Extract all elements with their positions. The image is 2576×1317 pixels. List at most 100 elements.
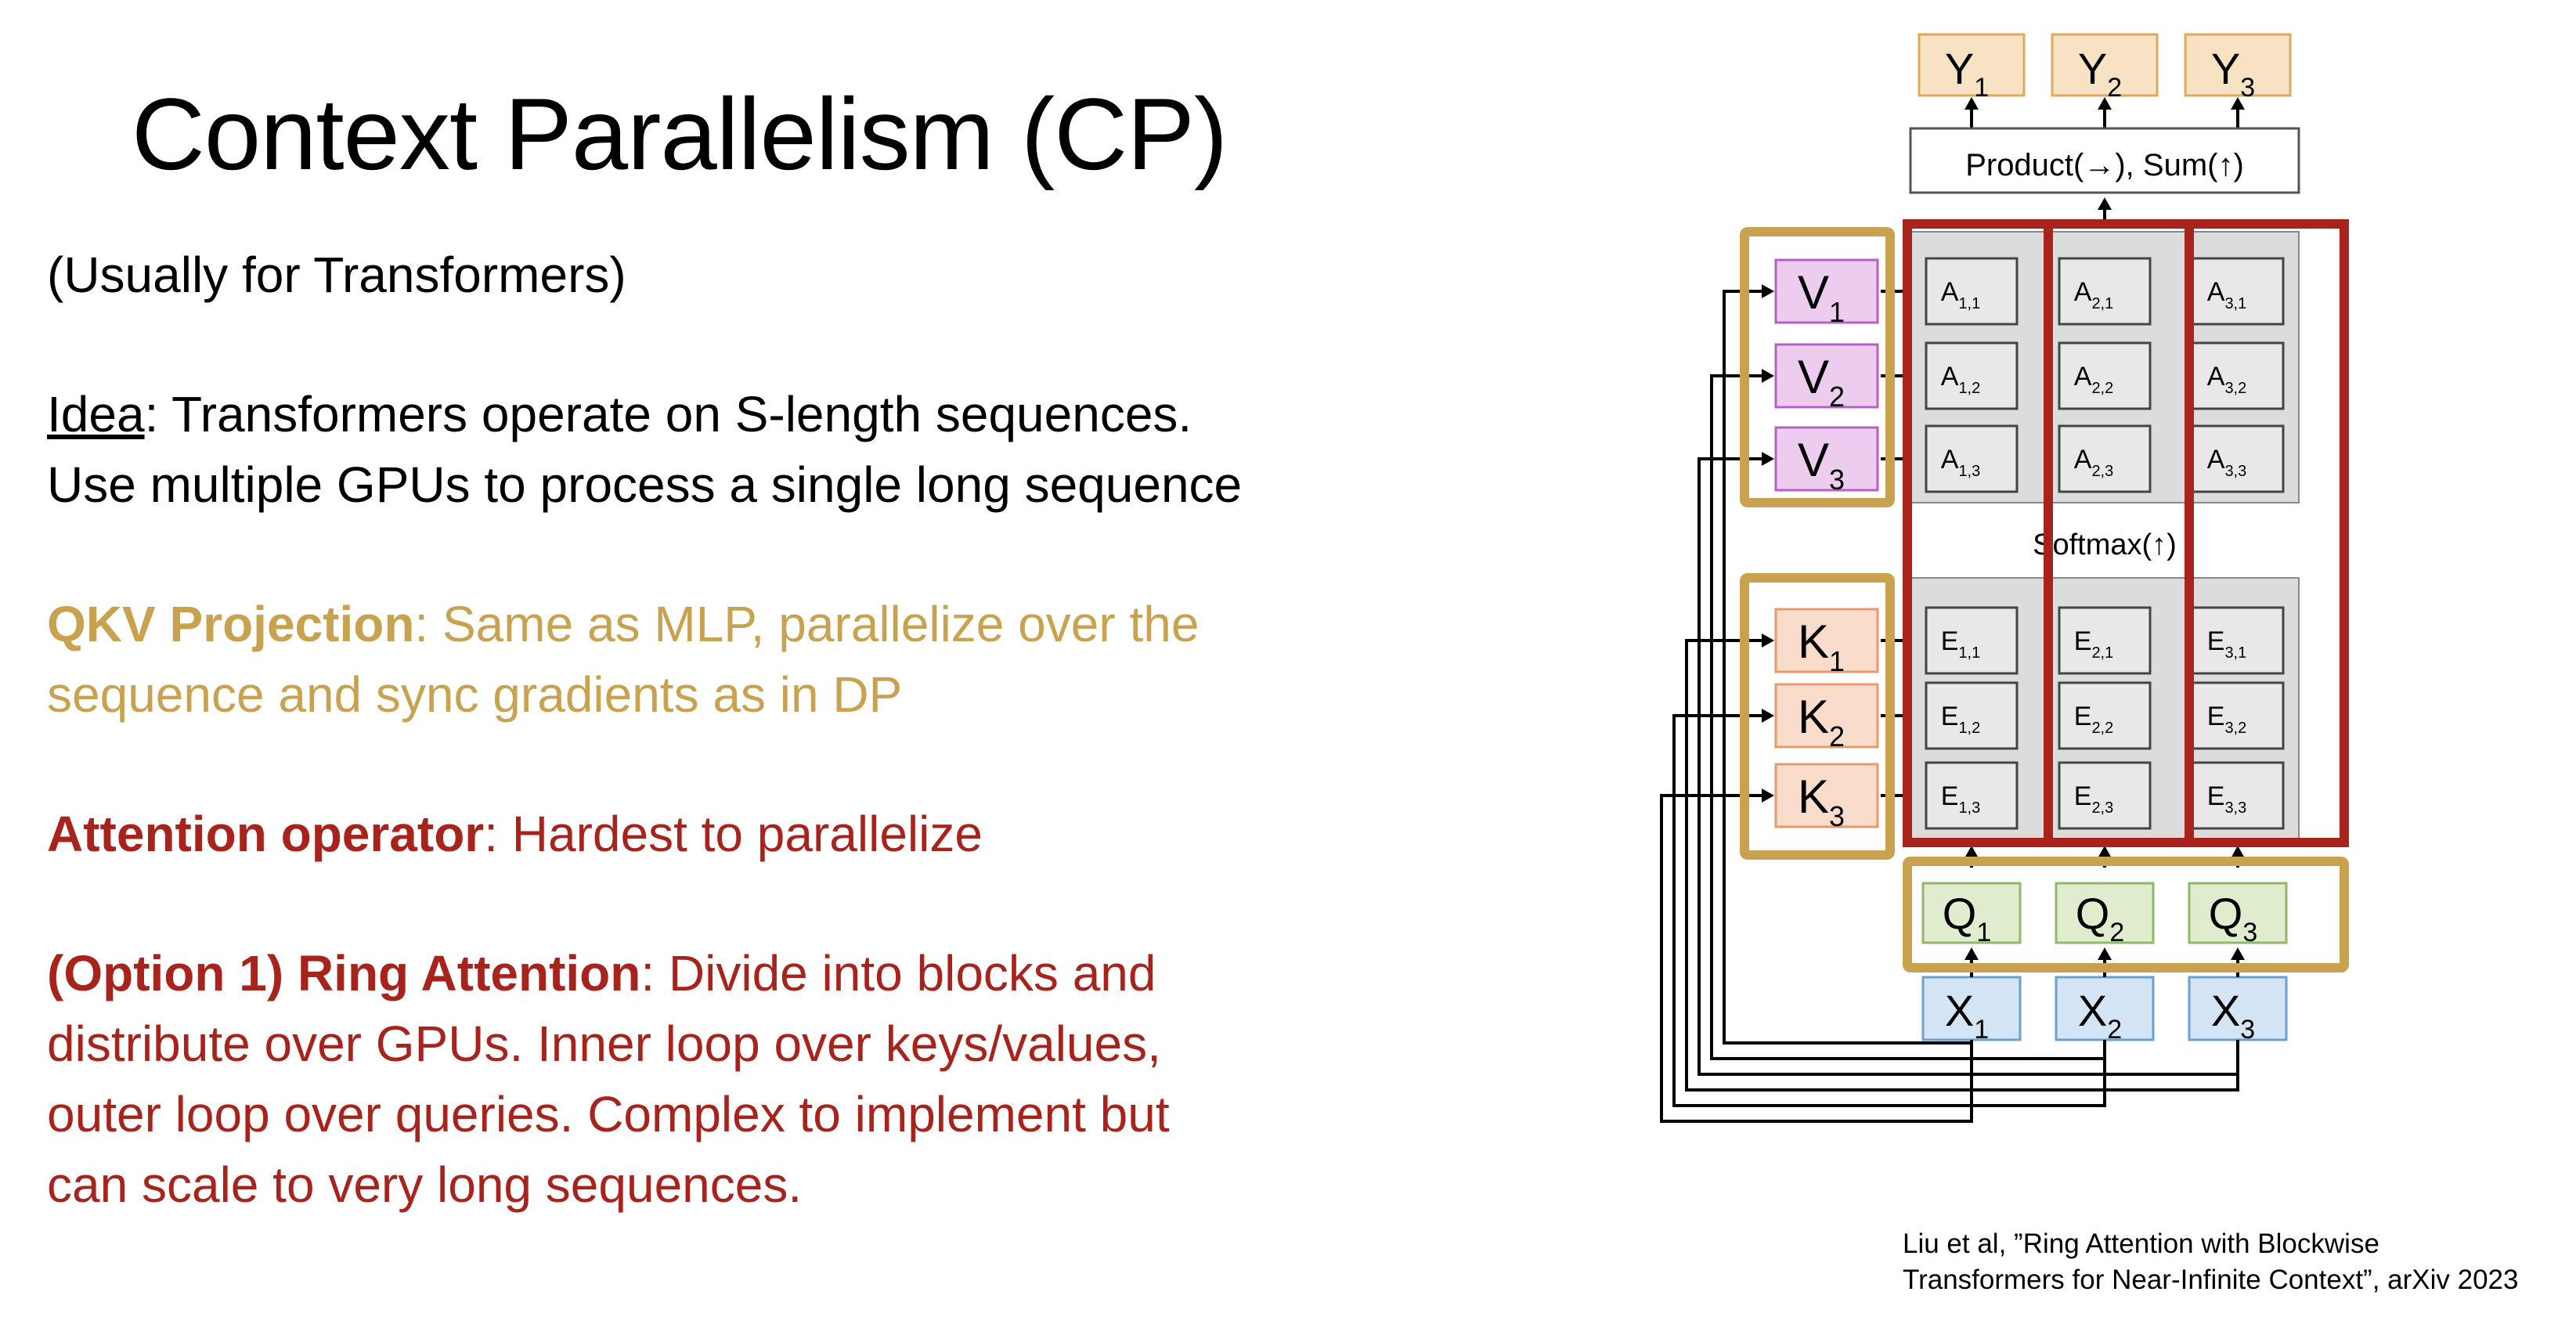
q-arrow-head-1 bbox=[1964, 846, 1979, 858]
y-label-2: Y2 bbox=[2078, 44, 2122, 103]
q-arrow-head-2 bbox=[2098, 846, 2112, 858]
y-arrow-head-2 bbox=[2098, 97, 2112, 110]
qkv-line-2: sequence and sync gradients as in DP bbox=[47, 666, 903, 723]
e-cell-3-1 bbox=[2191, 606, 2285, 675]
feedback-arrow-1 bbox=[1762, 284, 1774, 298]
a-cell-label-3-3: A3,3 bbox=[2207, 445, 2247, 480]
e-cell-3-2 bbox=[2191, 681, 2285, 750]
idea-line-1-text: : Transformers operate on S-length seque… bbox=[144, 386, 1192, 442]
q-box-1 bbox=[1921, 882, 2022, 944]
v-label-2: V2 bbox=[1798, 351, 1845, 413]
y-box-2 bbox=[2051, 33, 2159, 97]
y-label-3: Y3 bbox=[2211, 44, 2255, 103]
v-box-3 bbox=[1774, 426, 1879, 492]
a-cell-label-1-1: A1,1 bbox=[1941, 277, 1981, 312]
e-cell-label-2-3: E2,3 bbox=[2074, 781, 2114, 817]
citation-line-1: Liu et al, ”Ring Attention with Blockwis… bbox=[1903, 1229, 2379, 1259]
y-arrow-head-3 bbox=[2231, 97, 2245, 110]
e-cell-3-3 bbox=[2191, 761, 2285, 830]
product-label: Product(→), Sum(↑) bbox=[1965, 148, 2244, 182]
feedback-arrow-4 bbox=[1762, 633, 1774, 648]
e-cell-label-3-2: E3,2 bbox=[2207, 702, 2247, 737]
y-box-1 bbox=[1918, 33, 2026, 97]
softmax-label: Softmax(↑) bbox=[2033, 529, 2177, 561]
product-arrow-head bbox=[2098, 197, 2112, 210]
e-cell-1-2 bbox=[1925, 681, 2019, 750]
slide-title: Context Parallelism (CP) bbox=[132, 77, 1228, 191]
q-box-2 bbox=[2055, 882, 2155, 944]
idea-label: Idea bbox=[47, 386, 145, 442]
a-cell-label-2-1: A2,1 bbox=[2074, 277, 2114, 312]
citation-line-2: Transformers for Near-Infinite Context”,… bbox=[1903, 1265, 2519, 1295]
e-cell-label-1-2: E1,2 bbox=[1941, 702, 1981, 737]
a-cell-label-3-1: A3,1 bbox=[2207, 277, 2247, 312]
a-cell-1-1 bbox=[1925, 257, 2019, 326]
qkv-line-1-text: : Same as MLP, parallelize over the bbox=[414, 596, 1200, 652]
ring-line-4: can scale to very long sequences. bbox=[47, 1156, 803, 1213]
x-label-3: X3 bbox=[2211, 986, 2255, 1045]
q-label-1: Q1 bbox=[1943, 889, 1991, 947]
v-box-1 bbox=[1774, 258, 1879, 324]
x-arrow-head-2 bbox=[2098, 947, 2112, 960]
q-box-3 bbox=[2188, 882, 2288, 944]
q-group-outline bbox=[1903, 857, 2349, 972]
v-group-outline bbox=[1740, 227, 1895, 507]
a-cell-label-3-2: A3,2 bbox=[2207, 362, 2247, 397]
red-outer-outline bbox=[1903, 219, 2349, 847]
k-group-outline bbox=[1740, 573, 1895, 860]
e-cell-label-2-2: E2,2 bbox=[2074, 702, 2114, 737]
citation: Liu et al, ”Ring Attention with Blockwis… bbox=[1903, 1226, 2519, 1298]
feedback-wire-4 bbox=[1685, 639, 2239, 1091]
k-label-2: K2 bbox=[1798, 691, 1845, 752]
x-label-2: X2 bbox=[2078, 986, 2122, 1045]
y-box-3 bbox=[2184, 33, 2292, 97]
a-cell-2-1 bbox=[2058, 257, 2152, 326]
ring-label: (Option 1) Ring Attention bbox=[47, 945, 641, 1001]
a-cell-2-2 bbox=[2058, 341, 2152, 410]
y-label-1: Y1 bbox=[1945, 44, 1989, 103]
e-cell-label-3-3: E3,3 bbox=[2207, 781, 2247, 817]
e-cell-label-2-1: E2,1 bbox=[2074, 626, 2114, 662]
feedback-arrow-2 bbox=[1762, 369, 1774, 383]
ring-line-1: (Option 1) Ring Attention: Divide into b… bbox=[47, 938, 1156, 1008]
v-label-1: V1 bbox=[1798, 266, 1845, 328]
k-box-1 bbox=[1774, 608, 1879, 673]
q-label-3: Q3 bbox=[2209, 889, 2257, 947]
k-label-3: K3 bbox=[1798, 770, 1845, 832]
q-label-2: Q2 bbox=[2076, 889, 2124, 947]
a-cell-2-3 bbox=[2058, 424, 2152, 493]
x-arrow-head-1 bbox=[1964, 947, 1979, 960]
a-cell-3-3 bbox=[2191, 424, 2285, 493]
idea-line-1: Idea: Transformers operate on S-length s… bbox=[47, 379, 1192, 449]
qkv-label: QKV Projection bbox=[47, 596, 415, 652]
e-cell-2-2 bbox=[2058, 681, 2152, 750]
feedback-wire-5 bbox=[1672, 714, 2106, 1107]
a-cell-label-2-3: A2,3 bbox=[2074, 445, 2114, 480]
e-cell-1-3 bbox=[1925, 761, 2019, 830]
a-cell-label-1-2: A1,2 bbox=[1941, 362, 1981, 397]
e-cell-label-3-1: E3,1 bbox=[2207, 626, 2247, 662]
idea-line-2: Use multiple GPUs to process a single lo… bbox=[47, 456, 1243, 513]
ring-line-3: outer loop over queries. Complex to impl… bbox=[47, 1086, 1170, 1142]
a-cell-1-3 bbox=[1925, 424, 2019, 493]
ring-line-1-text: : Divide into blocks and bbox=[640, 945, 1156, 1001]
v-label-3: V3 bbox=[1798, 434, 1845, 496]
e-cell-label-1-1: E1,1 bbox=[1941, 626, 1981, 662]
e-cell-1-1 bbox=[1925, 606, 2019, 675]
q-arrow-head-3 bbox=[2231, 846, 2245, 858]
x-label-1: X1 bbox=[1945, 986, 1989, 1045]
feedback-arrow-3 bbox=[1762, 452, 1774, 466]
attention-text: : Hardest to parallelize bbox=[484, 806, 983, 862]
e-cell-label-1-3: E1,3 bbox=[1941, 781, 1981, 817]
feedback-arrow-6 bbox=[1762, 788, 1774, 803]
qkv-line-1: QKV Projection: Same as MLP, parallelize… bbox=[47, 589, 1199, 659]
ring-line-2: distribute over GPUs. Inner loop over ke… bbox=[47, 1016, 1161, 1072]
a-cell-1-2 bbox=[1925, 341, 2019, 410]
e-cell-2-3 bbox=[2058, 761, 2152, 830]
a-cell-label-1-3: A1,3 bbox=[1941, 445, 1981, 480]
y-arrow-head-1 bbox=[1964, 97, 1979, 110]
a-cell-label-2-2: A2,2 bbox=[2074, 362, 2114, 397]
attention-line: Attention operator: Hardest to paralleli… bbox=[47, 799, 983, 869]
k-label-1: K1 bbox=[1798, 615, 1845, 677]
